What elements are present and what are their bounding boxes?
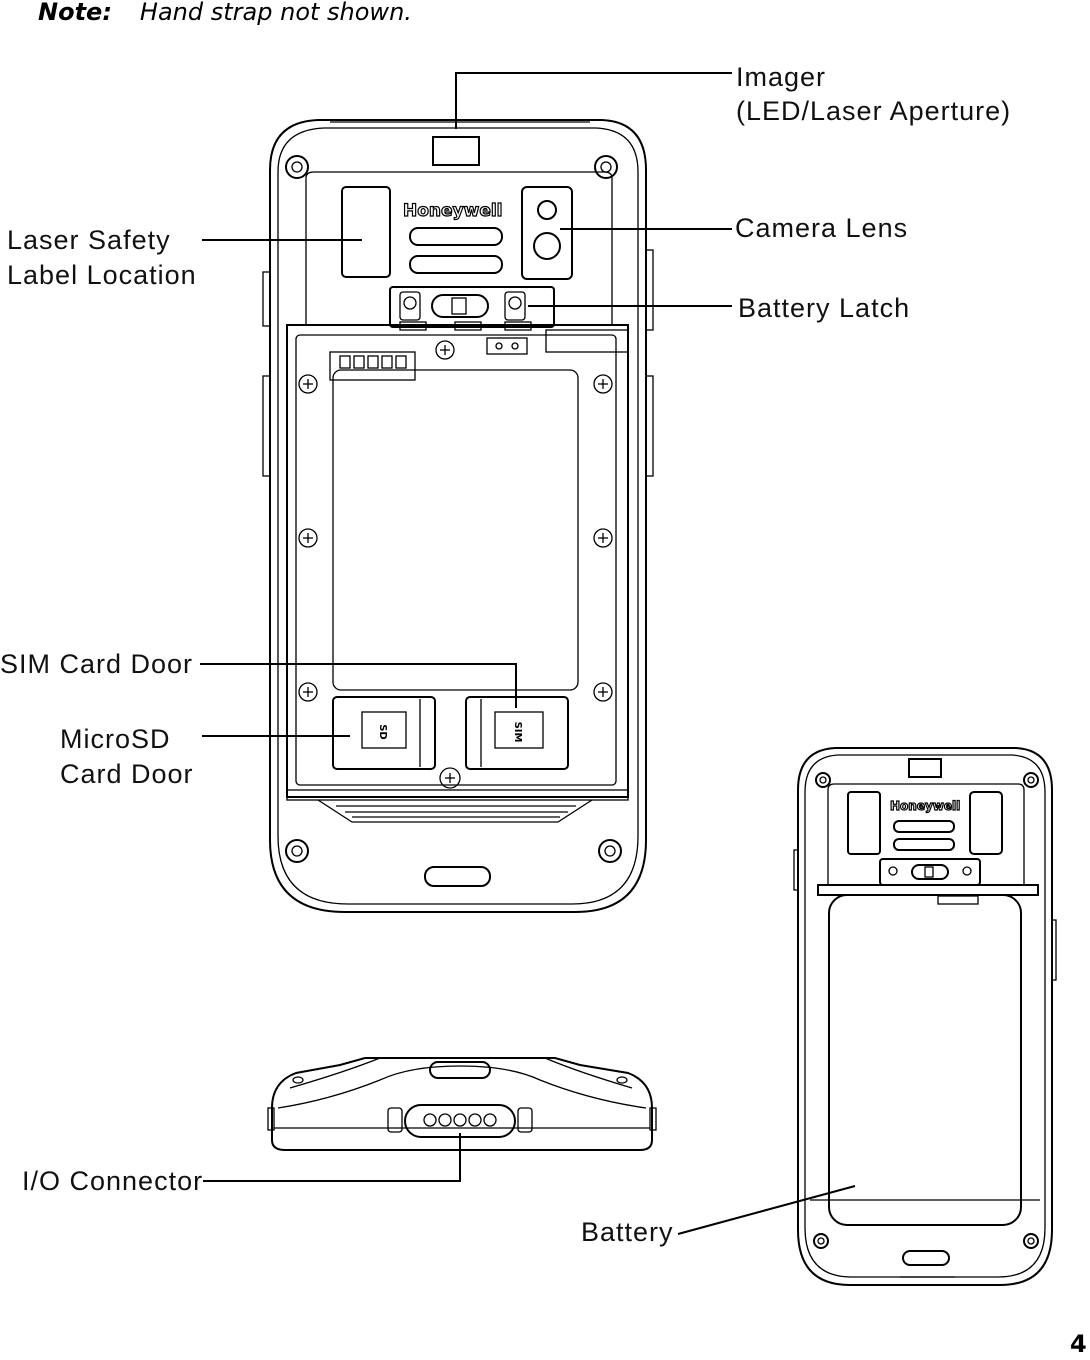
bay-screw [594, 683, 612, 701]
bottom-slot-small [903, 1251, 949, 1265]
label-sim-card-door: SIM Card Door [0, 649, 193, 679]
label-laser-safety-line1: Laser Safety [7, 225, 171, 255]
speaker-slot [410, 228, 502, 245]
leader-lines [200, 73, 855, 1234]
corner-screw [599, 840, 621, 862]
brand-logo: Honeywell [403, 201, 503, 221]
label-io-connector: I/O Connector [22, 1166, 203, 1196]
corner-screw [595, 156, 617, 178]
laser-safety-label [342, 187, 390, 277]
bottom-slot [425, 867, 490, 886]
label-camera-lens: Camera Lens [735, 213, 908, 243]
label-battery: Battery [581, 1217, 674, 1247]
speaker-slot-small [894, 839, 954, 850]
flash [538, 201, 556, 219]
brand-logo-small: Honeywell [890, 799, 960, 813]
sim-mark: SIM [512, 722, 523, 743]
io-connector [405, 1105, 515, 1137]
label-imager-line1: Imager [736, 62, 826, 92]
camera-lens [534, 233, 560, 259]
speaker-slot [410, 256, 502, 273]
corner-screw [1024, 773, 1038, 787]
bay-screw [299, 375, 317, 393]
sim-card-door-leader [200, 664, 516, 708]
io-connector-leader [203, 1133, 460, 1181]
imager-window [433, 137, 479, 165]
corner-screw [1024, 1234, 1038, 1248]
bay-screw [594, 529, 612, 547]
label-laser-safety-line2: Label Location [7, 260, 197, 290]
corner-screw [286, 156, 308, 178]
device-with-battery-view: Honeywell [794, 748, 1056, 1285]
battery-latch-small [880, 859, 980, 885]
device-bottom-view [268, 1058, 656, 1150]
main-device-back-view: Honeywell [263, 120, 653, 912]
camera-module-small [970, 792, 1002, 854]
bay-screw [299, 683, 317, 701]
bay-screw [594, 375, 612, 393]
speaker-slot-small [894, 821, 954, 832]
label-battery-latch: Battery Latch [738, 293, 910, 323]
bottom-grille [318, 800, 592, 822]
corner-screw [814, 1234, 828, 1248]
battery-contacts [330, 352, 415, 380]
sd-mark: SD [377, 724, 388, 740]
bottom-end-slot [430, 1062, 490, 1078]
label-microsd-line1: MicroSD [60, 724, 171, 754]
microsd-card-door: SD [333, 697, 435, 769]
label-microsd-line2: Card Door [60, 759, 194, 789]
laser-safety-label-small [848, 792, 880, 854]
battery [818, 885, 1038, 1225]
battery-latch [390, 287, 554, 330]
bay-screw [299, 529, 317, 547]
label-imager-line2: (LED/Laser Aperture) [736, 96, 1011, 126]
bay-screw [436, 341, 454, 359]
corner-screw [816, 773, 830, 787]
page-number: 4 [1070, 1330, 1087, 1358]
corner-screw [286, 840, 308, 862]
